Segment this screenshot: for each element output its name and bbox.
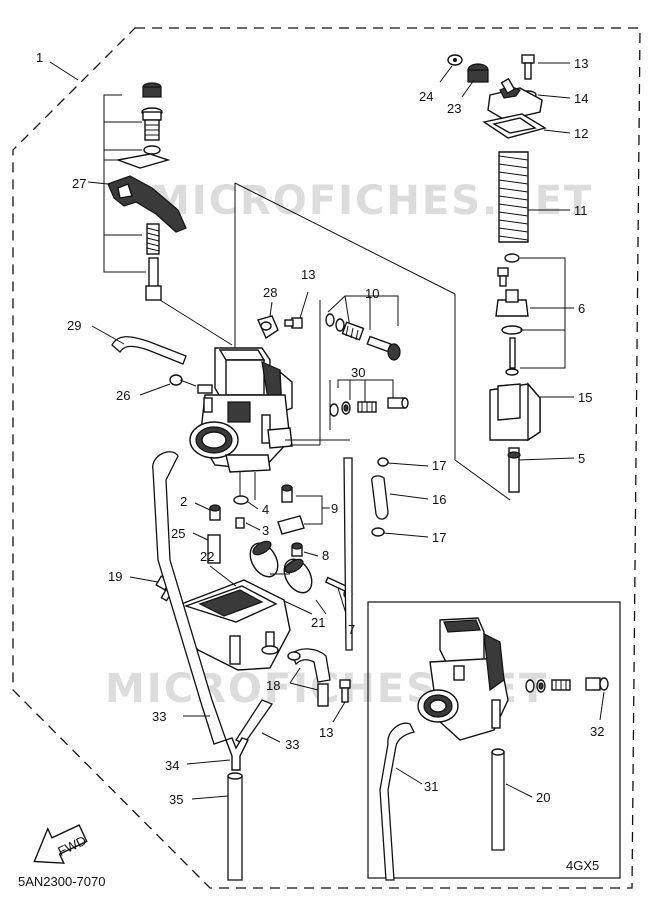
air-screw-set	[329, 379, 409, 417]
overflow-hoses-33	[152, 451, 353, 745]
fwd-arrow: FWD	[33, 824, 89, 864]
hose-16-and-clips	[371, 457, 429, 538]
callout-34: 34	[165, 758, 179, 773]
callout-31: 31	[424, 779, 438, 794]
screw-13-upper	[284, 291, 309, 329]
callout-20: 20	[536, 790, 550, 805]
callout-23: 23	[447, 101, 461, 116]
callout-21: 21	[311, 615, 325, 630]
callout-13-low: 13	[319, 725, 333, 740]
callout-25: 25	[171, 526, 185, 541]
callout-13-top: 13	[574, 56, 588, 71]
callout-26: 26	[116, 388, 130, 403]
y-joint-34	[186, 737, 249, 771]
float-bowl-22	[175, 565, 291, 671]
elbow-hose-18	[287, 648, 331, 707]
callout-30: 30	[351, 365, 365, 380]
callout-13-mid: 13	[301, 267, 315, 282]
inset-carburetor	[379, 617, 609, 881]
callout-11: 11	[574, 203, 588, 218]
callout-1: 1	[36, 50, 43, 65]
callout-17-upper: 17	[432, 458, 446, 473]
callout-15: 15	[578, 390, 592, 405]
callout-3: 3	[262, 523, 269, 538]
slide-stack	[447, 54, 566, 493]
throttle-stack	[103, 82, 187, 301]
inset-model-code: 4GX5	[566, 858, 599, 873]
callout-28: 28	[263, 285, 277, 300]
callout-33-left: 33	[152, 709, 166, 724]
vent-hose-29	[91, 325, 187, 365]
clamp-26	[139, 374, 197, 396]
callout-10: 10	[365, 286, 379, 301]
callout-24: 24	[419, 89, 433, 104]
callout-7: 7	[348, 622, 355, 637]
floats-21	[249, 540, 327, 615]
callout-32: 32	[590, 724, 604, 739]
assembly-boundary	[12, 27, 641, 889]
callout-4: 4	[262, 502, 269, 517]
callout-16: 16	[432, 492, 446, 507]
callout-22: 22	[200, 549, 214, 564]
carburetor-body	[189, 300, 350, 500]
callout-27: 27	[72, 176, 86, 191]
callout-19: 19	[108, 569, 122, 584]
callout-29: 29	[67, 318, 81, 333]
callout-14: 14	[574, 91, 588, 106]
callout-17-lower: 17	[432, 530, 446, 545]
diagram-code: 5AN2300-7070	[18, 874, 105, 889]
callout-9: 9	[331, 501, 338, 516]
callout-12: 12	[574, 126, 588, 141]
callout-35: 35	[169, 792, 183, 807]
throttle-stop-bracket	[257, 301, 279, 340]
callout-2: 2	[180, 494, 187, 509]
callout-6: 6	[578, 301, 585, 316]
callout-5: 5	[578, 451, 585, 466]
inset-box	[367, 601, 621, 879]
callout-labels: 1 27 24 23 13 14 12 11 6 15 5 28 13 10 2…	[36, 50, 604, 807]
screw-13-lower	[332, 679, 351, 723]
callout-18: 18	[266, 678, 280, 693]
callout-33-right: 33	[285, 737, 299, 752]
callout-8: 8	[322, 548, 329, 563]
drain-hose-35	[191, 772, 243, 881]
pilot-screw-set	[325, 295, 401, 361]
